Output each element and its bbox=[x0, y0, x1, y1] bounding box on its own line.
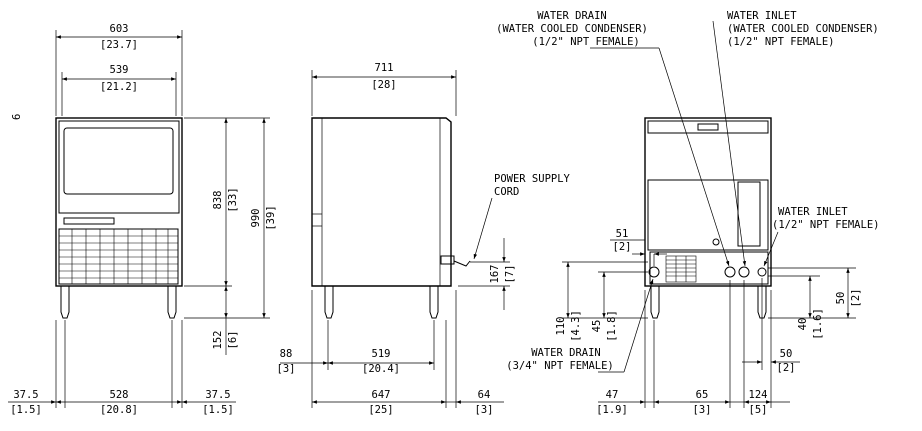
rear-label-plate bbox=[697, 123, 719, 131]
rear-cabinet bbox=[644, 117, 772, 287]
side-cabinet bbox=[311, 117, 452, 287]
front-leg-right bbox=[167, 286, 177, 319]
front-leg-height-in: [6] bbox=[227, 331, 239, 350]
front-right-offset-mm: 37.5 bbox=[205, 389, 230, 401]
inlet-spacing-in: [3] bbox=[693, 404, 712, 416]
side-cord-height-mm: 167 bbox=[489, 265, 501, 284]
front-right-offset-in: [1.5] bbox=[202, 404, 234, 416]
water-drain-label-2: (3/4" NPT FEMALE) bbox=[506, 360, 613, 372]
water-inlet-label-2: (1/2" NPT FEMALE) bbox=[772, 219, 879, 231]
front-cabinet-height-mm: 838 bbox=[212, 191, 224, 210]
inlet-offset-right-mm: 50 bbox=[780, 348, 793, 360]
condenser-inlet-label-3: (1/2" NPT FEMALE) bbox=[727, 36, 834, 48]
inlet-offset-right-in: [2] bbox=[777, 362, 796, 374]
front-leg-span-in: [20.8] bbox=[100, 404, 138, 416]
drain-fitting bbox=[648, 266, 660, 278]
condenser-drain-label-1: WATER DRAIN bbox=[537, 10, 607, 22]
side-rear-offset-in: [3] bbox=[475, 404, 494, 416]
page-number: 6 bbox=[11, 114, 23, 120]
side-view: 711 [28] POWER SUPPLY CORD 167 [7] 88 [3… bbox=[277, 62, 571, 416]
water-drain-label-1: WATER DRAIN bbox=[531, 347, 601, 359]
front-leg-left bbox=[60, 286, 70, 319]
front-left-offset-in: [1.5] bbox=[10, 404, 42, 416]
side-depth-mm: 711 bbox=[375, 62, 394, 74]
front-overall-height-mm: 990 bbox=[250, 209, 262, 228]
power-cord-label-1: POWER SUPPLY bbox=[494, 173, 571, 185]
rear-leg-left bbox=[650, 286, 660, 319]
side-front-offset-in: [3] bbox=[277, 363, 296, 375]
rear-grommet bbox=[712, 238, 720, 246]
side-leg-span-mm: 519 bbox=[372, 348, 391, 360]
inlet-height-small-mm: 40 bbox=[797, 318, 809, 331]
drain-height-in: [4.3] bbox=[570, 310, 582, 342]
front-overall-height-in: [39] bbox=[265, 205, 277, 230]
front-left-offset-mm: 37.5 bbox=[13, 389, 38, 401]
drain-offset-in: [2] bbox=[613, 241, 632, 253]
cord-outlet bbox=[440, 255, 455, 265]
front-leg-height-mm: 152 bbox=[212, 331, 224, 350]
front-overall-width-mm: 603 bbox=[110, 23, 129, 35]
side-front-offset-mm: 88 bbox=[280, 348, 293, 360]
side-base-depth-in: [25] bbox=[368, 404, 393, 416]
power-cord bbox=[453, 260, 471, 267]
inlet-spacing-mm: 65 bbox=[696, 389, 709, 401]
water-inlet-label-1: WATER INLET bbox=[778, 206, 848, 218]
rear-top-panel bbox=[647, 120, 769, 134]
front-view: 603 [23.7] 539 [21.2] 838 [33] 990 [39] … bbox=[8, 23, 277, 416]
front-door-frame bbox=[58, 120, 180, 214]
drain-height-small-mm: 45 bbox=[591, 320, 603, 333]
side-leg-rear bbox=[429, 286, 439, 319]
condenser-drain-label-3: (1/2" NPT FEMALE) bbox=[532, 36, 639, 48]
rear-back-panel bbox=[647, 179, 769, 251]
condenser-inlet-fitting bbox=[738, 266, 750, 278]
power-cord-label-2: CORD bbox=[494, 186, 519, 198]
front-overall-width-in: [23.7] bbox=[100, 39, 138, 51]
water-inlet-fitting bbox=[757, 267, 767, 277]
inlet-height-small-in: [1.6] bbox=[812, 308, 824, 340]
side-base-depth-mm: 647 bbox=[372, 389, 391, 401]
front-cabinet bbox=[55, 117, 183, 287]
drain-from-left-in: [1.9] bbox=[596, 404, 628, 416]
condenser-drain-label-2: (WATER COOLED CONDENSER) bbox=[496, 23, 648, 35]
louver-grille bbox=[59, 229, 178, 284]
inlet-from-right-mm: 124 bbox=[749, 389, 768, 401]
inlet-height-in: [2] bbox=[850, 289, 862, 308]
front-cabinet-height-in: [33] bbox=[227, 187, 239, 212]
inlet-from-right-in: [5] bbox=[749, 404, 768, 416]
front-door-width-mm: 539 bbox=[110, 64, 129, 76]
front-handle bbox=[63, 217, 115, 225]
front-leg-span-mm: 528 bbox=[110, 389, 129, 401]
rear-vent bbox=[665, 255, 697, 283]
side-rear-offset-mm: 64 bbox=[478, 389, 491, 401]
rear-view: WATER DRAIN (WATER COOLED CONDENSER) (1/… bbox=[496, 10, 879, 416]
side-cord-height-in: [7] bbox=[504, 265, 516, 284]
drain-offset-mm: 51 bbox=[616, 228, 629, 240]
inlet-height-mm: 50 bbox=[835, 292, 847, 305]
drain-from-left-mm: 47 bbox=[606, 389, 619, 401]
drain-height-mm: 110 bbox=[555, 317, 567, 336]
drain-height-small-in: [1.8] bbox=[606, 310, 618, 342]
condenser-drain-fitting bbox=[724, 266, 736, 278]
side-leg-span-in: [20.4] bbox=[362, 363, 400, 375]
front-door-window bbox=[63, 127, 174, 195]
condenser-inlet-label-1: WATER INLET bbox=[727, 10, 797, 22]
condenser-inlet-label-2: (WATER COOLED CONDENSER) bbox=[727, 23, 879, 35]
side-depth-in: [28] bbox=[371, 79, 396, 91]
front-louver bbox=[58, 228, 179, 285]
front-door-width-in: [21.2] bbox=[100, 81, 138, 93]
side-leg-front bbox=[324, 286, 334, 319]
